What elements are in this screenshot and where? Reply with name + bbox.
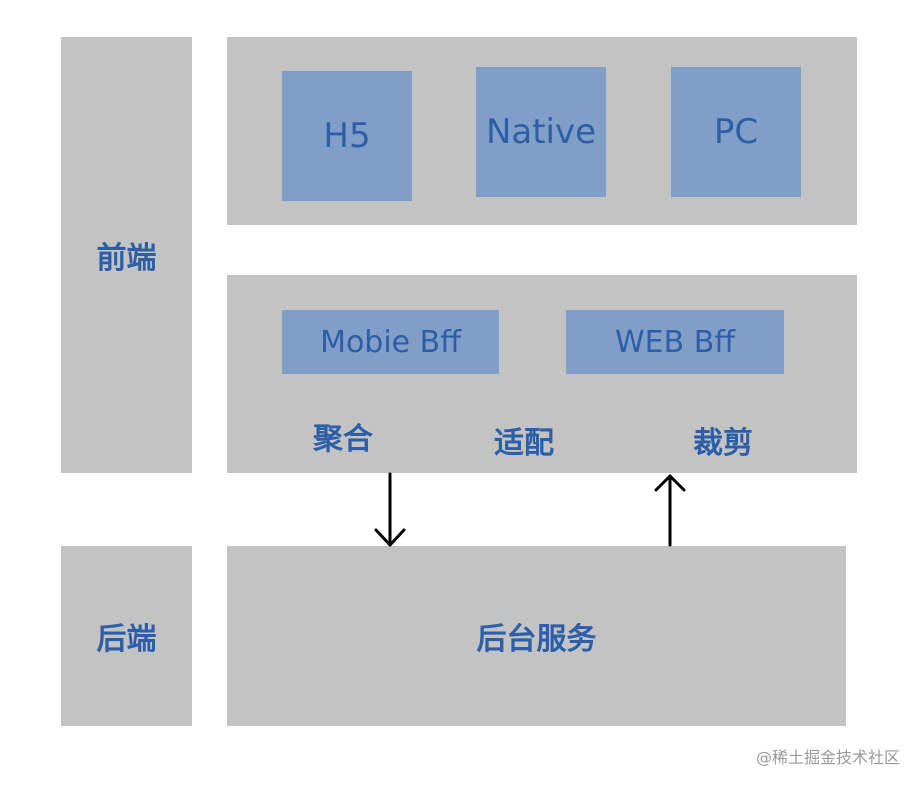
function-label-aggregate: 聚合 xyxy=(313,422,373,457)
client-box-h5: H5 xyxy=(282,71,412,201)
bff-layer-panel: Mobie Bff WEB Bff 聚合 适配 裁剪 xyxy=(227,275,857,473)
client-box-pc: PC xyxy=(671,67,801,197)
bff-box-web: WEB Bff xyxy=(566,310,784,374)
function-label-trim: 裁剪 xyxy=(693,426,753,461)
frontend-label: 前端 xyxy=(96,241,157,276)
client-layer-panel: H5 Native PC xyxy=(227,37,857,225)
request-arrow-down xyxy=(374,472,406,547)
function-label-adapt: 适配 xyxy=(494,426,554,461)
bff-box-mobile: Mobie Bff xyxy=(282,310,499,374)
client-label-pc: PC xyxy=(713,112,759,152)
bff-label-web: WEB Bff xyxy=(615,324,735,360)
backend-label: 后端 xyxy=(96,622,157,657)
client-box-native: Native xyxy=(476,67,606,197)
backend-service-label: 后台服务 xyxy=(476,622,597,657)
bff-label-mobile: Mobie Bff xyxy=(320,324,461,360)
response-arrow-up xyxy=(654,474,686,547)
client-label-h5: H5 xyxy=(323,116,371,156)
frontend-side-panel: 前端 xyxy=(61,37,192,473)
backend-service-panel: 后台服务 xyxy=(227,546,846,726)
backend-side-panel: 后端 xyxy=(61,546,192,726)
client-label-native: Native xyxy=(485,112,597,152)
watermark: @稀土掘金技术社区 xyxy=(755,748,900,767)
